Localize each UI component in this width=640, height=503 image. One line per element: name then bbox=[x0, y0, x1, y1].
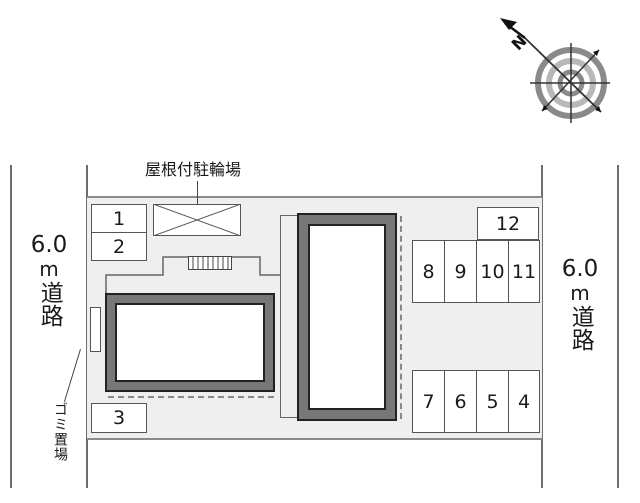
garbage-area-leader bbox=[63, 349, 81, 402]
compass-icon: N bbox=[500, 18, 610, 123]
parking-space-6: 6 bbox=[444, 370, 477, 433]
parking-space-2: 2 bbox=[91, 232, 147, 261]
bicycle-parking-leader bbox=[197, 181, 198, 219]
parking-space-9: 9 bbox=[444, 240, 477, 303]
right-road-text: 道路 bbox=[567, 305, 594, 352]
left-road-width: 6.0 bbox=[30, 232, 68, 258]
right-road-label: 6.0 m 道路 bbox=[553, 256, 607, 351]
parking-space-5: 5 bbox=[476, 370, 509, 433]
left-road-outer-line bbox=[10, 165, 12, 488]
right-building-setback bbox=[280, 215, 300, 418]
parking-space-8: 8 bbox=[412, 240, 445, 303]
left-building-balcony-dashed bbox=[108, 396, 274, 398]
right-road-inner-line bbox=[541, 165, 543, 488]
parking-space-3: 3 bbox=[91, 403, 147, 433]
bicycle-parking-label: 屋根付駐輪場 bbox=[145, 160, 242, 179]
right-road-unit: m bbox=[570, 281, 590, 306]
left-road-unit: m bbox=[39, 257, 59, 282]
parking-space-11: 11 bbox=[508, 240, 540, 303]
left-road-text: 道路 bbox=[36, 281, 63, 328]
left-road-label: 6.0 m 道路 bbox=[22, 232, 76, 327]
building-left bbox=[105, 293, 275, 392]
parking-space-12: 12 bbox=[477, 207, 539, 240]
parking-space-7: 7 bbox=[412, 370, 445, 433]
stairs-icon bbox=[188, 256, 232, 270]
parking-space-10: 10 bbox=[476, 240, 509, 303]
parking-space-4: 4 bbox=[508, 370, 540, 433]
compass-north-label: N bbox=[508, 31, 531, 54]
right-road-outer-line bbox=[617, 165, 619, 488]
garbage-area-box bbox=[90, 307, 101, 352]
right-road-width: 6.0 bbox=[561, 256, 599, 282]
building-right bbox=[297, 213, 397, 421]
right-building-balcony-dashed bbox=[400, 216, 402, 419]
bicycle-parking-area bbox=[153, 204, 241, 236]
parking-space-1: 1 bbox=[91, 204, 147, 233]
garbage-area-label: ゴミ置場 bbox=[52, 402, 68, 462]
